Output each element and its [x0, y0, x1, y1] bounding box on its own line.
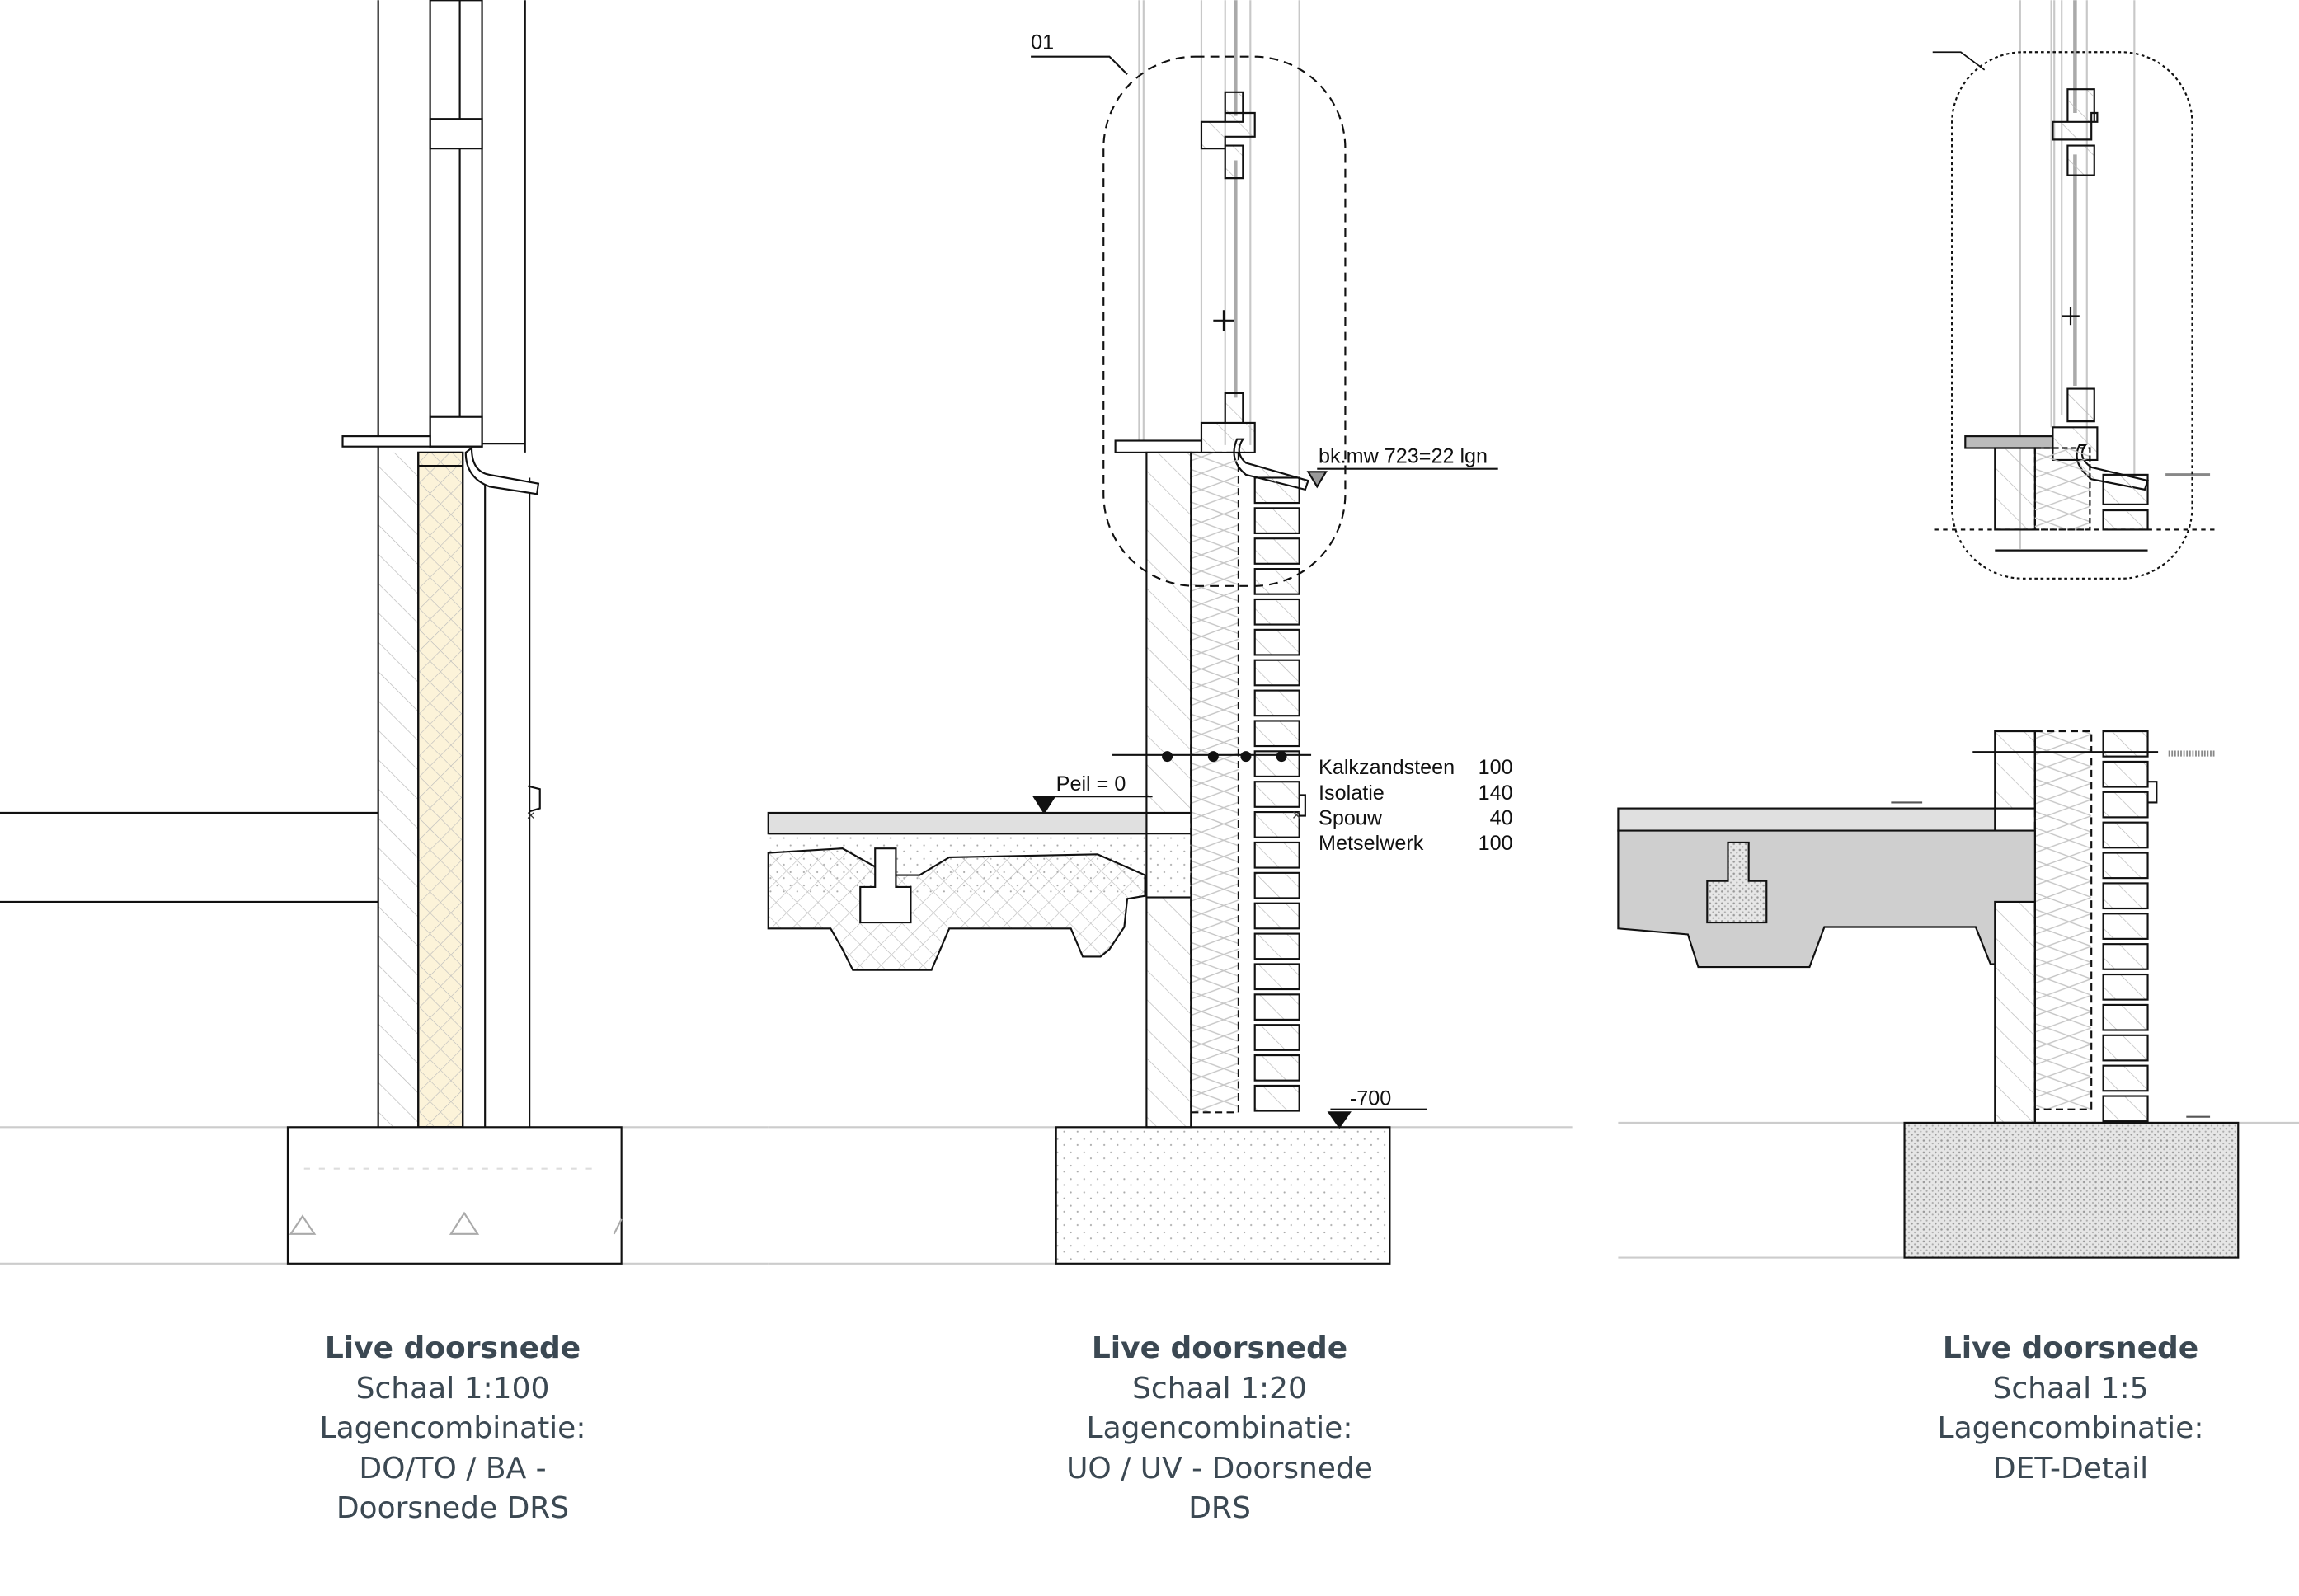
brick: [2102, 1003, 2149, 1031]
brick: [2102, 943, 2149, 970]
brick: [2102, 760, 2149, 788]
brick: [2102, 913, 2149, 940]
caption-scale: Schaal 1:5: [1992, 1371, 2149, 1406]
sill-label: bk.mw 723=22 lgn: [1319, 444, 1488, 467]
brick: [1253, 568, 1300, 595]
brick: [2102, 882, 2149, 910]
brick: [1253, 932, 1300, 960]
brick: [1253, 811, 1300, 838]
caption-scale: Schaal 1:20: [1132, 1371, 1307, 1406]
brick: [1253, 963, 1300, 991]
hollow-core-slab: [767, 847, 1146, 971]
svg-text:Isolatie: Isolatie: [1319, 782, 1385, 805]
caption-layer-label: Lagencombinatie:: [1086, 1411, 1353, 1445]
foundation: [1055, 1126, 1391, 1265]
caption-layer-line: DET-Detail: [1992, 1451, 2149, 1486]
svg-text:140: 140: [1479, 782, 1513, 805]
brick: [1253, 507, 1300, 535]
brick: [2102, 1034, 2149, 1062]
caption-layer-label: Lagencombinatie:: [1937, 1411, 2204, 1445]
brick: [2102, 821, 2149, 849]
detail-callout[interactable]: [1951, 51, 2193, 580]
caption-layer-line: DRS: [1188, 1491, 1251, 1525]
caption-title: Live doorsnede: [324, 1331, 581, 1365]
level-foundation-label: -700: [1350, 1087, 1391, 1110]
brick: [1253, 720, 1300, 748]
svg-text:100: 100: [1479, 756, 1513, 779]
caption-panel-3: Live doorsnede Schaal 1:5 Lagencombinati…: [1840, 1329, 2299, 1489]
foundation: [1903, 1121, 2240, 1259]
brick: [1253, 537, 1300, 565]
svg-text:40: 40: [1490, 806, 1513, 829]
brick: [1253, 659, 1300, 687]
svg-text:100: 100: [1479, 832, 1513, 855]
brick: [2102, 852, 2149, 880]
section-1-100: ×: [0, 0, 769, 1265]
svg-text:Spouw: Spouw: [1319, 806, 1383, 829]
caption-layer-line: Doorsnede DRS: [336, 1491, 570, 1525]
brick: [1253, 993, 1300, 1021]
cavity-insulation: [1190, 451, 1240, 1114]
detail-callout-01[interactable]: [1102, 55, 1347, 587]
caption-title: Live doorsnede: [1091, 1331, 1348, 1365]
floor-slab: [1617, 829, 2036, 969]
brick: [1253, 841, 1300, 869]
layer-legend: Kalkzandsteen 100 Isolatie 140 Spouw 40 …: [1319, 756, 1513, 855]
svg-text:Kalkzandsteen: Kalkzandsteen: [1319, 756, 1455, 779]
svg-text:×: ×: [1292, 806, 1302, 824]
brick: [1253, 598, 1300, 626]
brick: [1253, 902, 1300, 930]
brick: [1253, 689, 1300, 717]
level-floor-label: Peil = 0: [1056, 772, 1126, 796]
brick: [1253, 1054, 1300, 1082]
section-1-5: [1617, 0, 2299, 1259]
detail-marker: 01: [1031, 31, 1054, 54]
svg-text:Metselwerk: Metselwerk: [1319, 832, 1424, 855]
brick: [2102, 1095, 2149, 1123]
caption-layer-line: DO/TO / BA -: [359, 1451, 547, 1486]
caption-layer-line: UO / UV - Doorsnede: [1066, 1451, 1373, 1486]
brick: [2102, 1064, 2149, 1092]
brick: [2102, 791, 2149, 819]
caption-scale: Schaal 1:100: [355, 1371, 550, 1406]
svg-text:×: ×: [527, 807, 536, 824]
caption-panel-1: Live doorsnede Schaal 1:100 Lagencombina…: [222, 1329, 684, 1529]
brick: [1253, 871, 1300, 899]
brick: [2102, 973, 2149, 1001]
brick: [1253, 1084, 1300, 1112]
brick: [1253, 1024, 1300, 1051]
brick: [1253, 476, 1300, 505]
brick: [1253, 781, 1300, 808]
caption-panel-2: Live doorsnede Schaal 1:20 Lagencombinat…: [989, 1329, 1450, 1529]
foundation: [286, 1126, 623, 1265]
section-1-20: 01 bk.mw 723=22 lgn × Kalkzandsteen 100 …: [767, 0, 1573, 1265]
brick: [1253, 628, 1300, 656]
caption-title: Live doorsnede: [1942, 1331, 2199, 1365]
caption-layer-label: Lagencombinatie:: [319, 1411, 586, 1445]
